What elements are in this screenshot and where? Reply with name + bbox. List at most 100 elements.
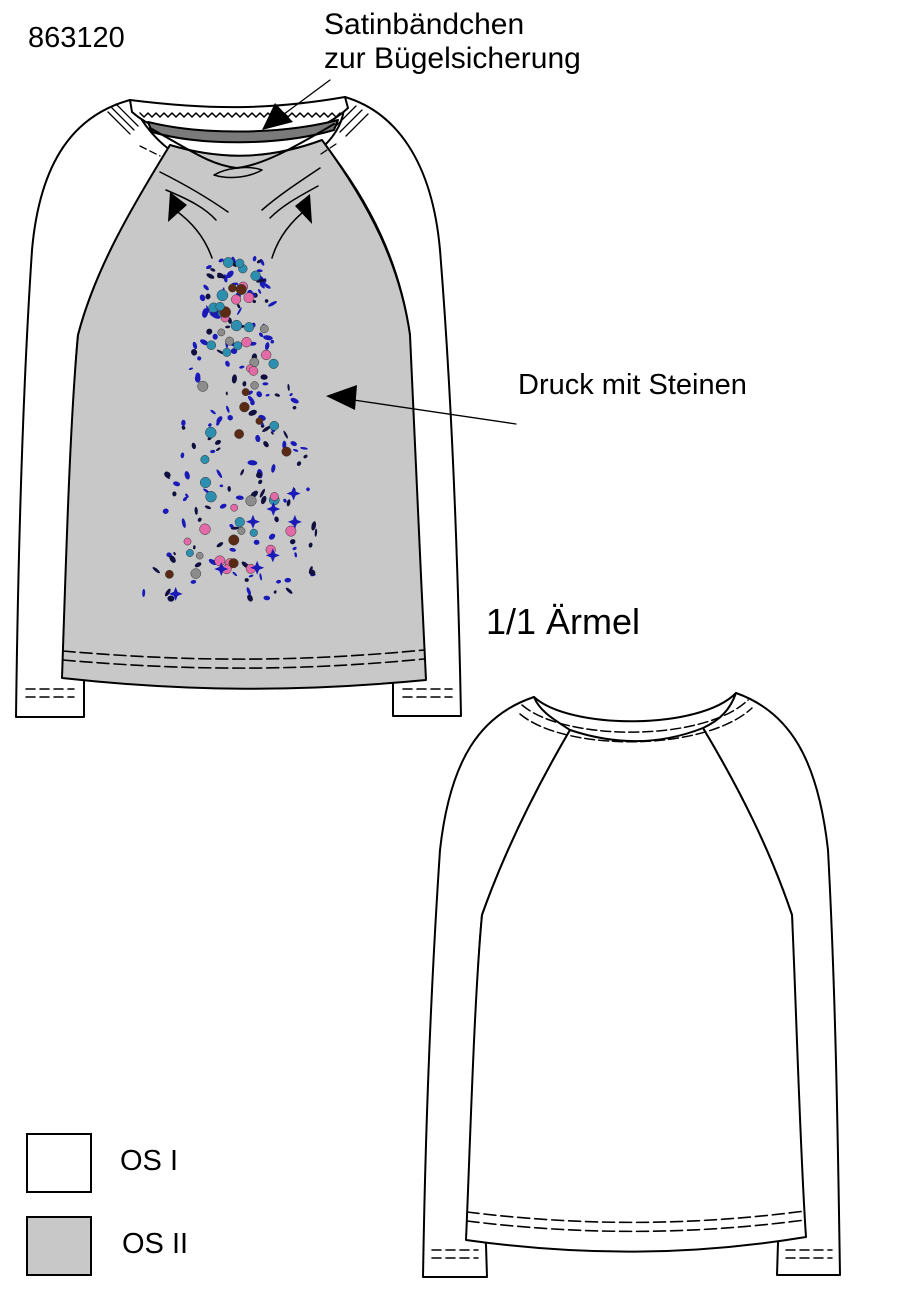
print-fleck xyxy=(181,419,186,427)
rhinestone xyxy=(216,289,229,302)
print-fleck xyxy=(247,594,253,602)
print-fleck xyxy=(258,288,262,294)
print-fleck xyxy=(216,447,221,451)
print-fleck xyxy=(194,562,202,568)
rhinestone xyxy=(268,358,279,369)
print-fleck xyxy=(216,349,225,355)
rhinestone xyxy=(245,495,257,507)
print-fleck xyxy=(216,469,223,478)
print-fleck xyxy=(265,393,270,397)
print-fleck xyxy=(210,268,216,272)
print-fleck xyxy=(283,430,288,439)
legend-label-os2: OS II xyxy=(122,1228,189,1260)
print-fleck xyxy=(219,503,227,509)
print-fleck xyxy=(259,283,265,289)
rhinestone xyxy=(190,568,202,579)
print-fleck xyxy=(204,505,212,510)
print-fleck xyxy=(314,528,318,537)
print-fleck xyxy=(264,299,269,303)
rhinestone xyxy=(234,429,244,439)
print-fleck xyxy=(225,391,228,396)
print-fleck xyxy=(215,439,221,445)
print-fleck xyxy=(248,409,257,416)
print-fleck xyxy=(270,339,275,344)
rhinestone xyxy=(205,426,217,439)
raglan-stitching xyxy=(107,103,369,157)
print-fleck xyxy=(292,405,297,410)
print-fleck xyxy=(205,293,211,300)
print-fleck xyxy=(260,374,268,380)
print-fleck xyxy=(216,542,224,548)
rhinestone xyxy=(185,549,194,557)
print-fleck xyxy=(253,539,260,545)
print-fleck xyxy=(244,578,249,582)
back-garment xyxy=(422,692,841,1278)
print-fleck xyxy=(232,571,238,577)
print-sparkle xyxy=(266,502,281,517)
print-fleck xyxy=(273,590,277,594)
legend-swatch-os1 xyxy=(26,1133,92,1193)
print-fleck xyxy=(217,272,226,279)
print-fleck xyxy=(208,558,217,566)
print-with-stones xyxy=(142,256,318,602)
print-fleck xyxy=(293,448,299,452)
print-fleck xyxy=(210,409,216,415)
rhinestone xyxy=(183,537,192,546)
print-fleck xyxy=(292,546,297,551)
print-fleck xyxy=(290,397,299,404)
rhinestone xyxy=(197,380,209,392)
print-fleck xyxy=(274,393,280,397)
print-fleck xyxy=(290,441,297,447)
print-fleck xyxy=(206,273,215,279)
rhinestone xyxy=(195,551,204,560)
print-fleck xyxy=(181,518,186,528)
print-sparkle xyxy=(250,560,265,575)
drape-arrowhead-left xyxy=(168,192,187,222)
print-fleck xyxy=(152,566,160,574)
print-fleck xyxy=(229,547,236,552)
print-fleck xyxy=(263,441,269,448)
print-fleck xyxy=(285,587,293,594)
satin-tape xyxy=(147,119,339,144)
rhinestone xyxy=(270,492,279,501)
rhinestone xyxy=(165,569,174,579)
rhinestone xyxy=(206,340,217,350)
print-fleck xyxy=(268,533,276,540)
print-fleck xyxy=(167,595,175,602)
print-fleck xyxy=(256,472,262,479)
print-fleck xyxy=(258,479,263,485)
print-sparkle xyxy=(214,562,229,577)
print-fleck xyxy=(274,516,279,523)
print-fleck xyxy=(306,487,310,492)
print-fleck xyxy=(197,517,202,522)
print-fleck xyxy=(256,259,262,264)
rhinestone xyxy=(199,476,212,489)
print-fleck xyxy=(308,542,313,548)
rhinestone xyxy=(225,336,235,346)
rhinestone xyxy=(243,292,255,304)
print-fleck xyxy=(252,299,256,304)
front-body-panel xyxy=(61,139,427,690)
print-fleck xyxy=(230,348,238,355)
print-fleck xyxy=(246,587,252,596)
arrowheads xyxy=(168,103,357,410)
print-fleck xyxy=(226,405,230,413)
print-fleck xyxy=(308,566,313,574)
rhinestone xyxy=(248,366,259,376)
print-fleck xyxy=(262,283,271,289)
rhinestone xyxy=(250,270,261,281)
front-cuff-stitching xyxy=(25,688,453,698)
rhinestone xyxy=(228,558,239,569)
zigzag-stitch xyxy=(139,112,341,118)
print-fleck xyxy=(283,498,287,503)
print-fleck xyxy=(219,484,224,488)
rhinestone xyxy=(269,420,280,431)
print-fleck xyxy=(225,360,230,367)
rhinestone xyxy=(200,455,210,464)
print-fleck xyxy=(226,270,234,279)
print-fleck xyxy=(173,551,176,556)
print-fleck xyxy=(303,454,308,459)
rhinestone xyxy=(228,534,240,546)
print-fleck xyxy=(227,486,231,492)
rhinestone xyxy=(255,417,264,425)
